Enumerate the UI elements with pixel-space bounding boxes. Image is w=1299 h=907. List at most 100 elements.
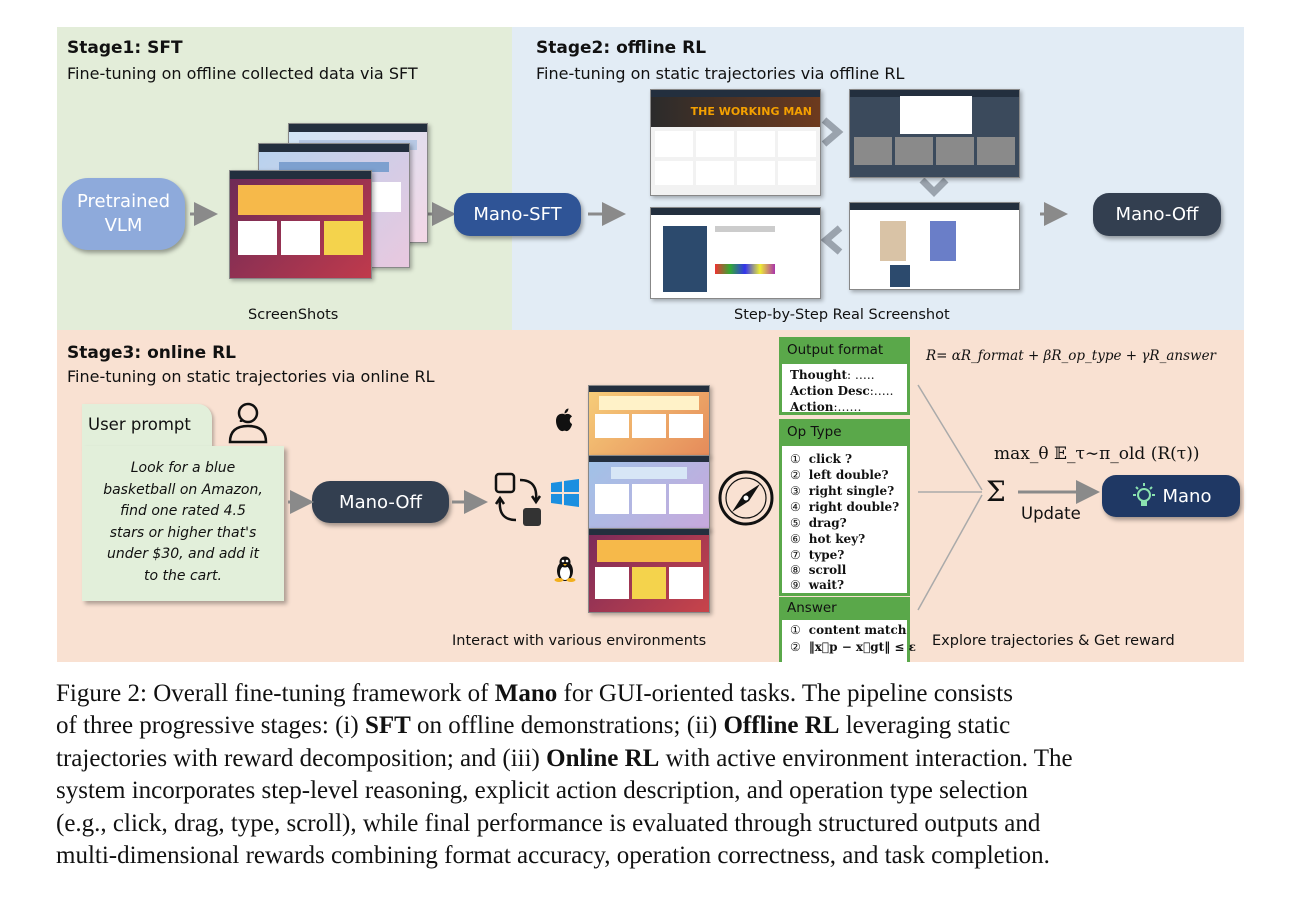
stage3-subtitle: Fine-tuning on static trajectories via o… — [67, 367, 435, 386]
pretrained-vlm-line1: Pretrained — [76, 191, 170, 212]
format-action-key: Action — [790, 400, 834, 414]
caption-text: trajectories with reward decomposition; … — [56, 744, 547, 772]
mano-off-node-stage2: Mano-Off — [1093, 193, 1221, 236]
screenshot-stack-front — [229, 170, 372, 279]
sync-icon — [494, 472, 542, 526]
caption-text: (e.g., click, drag, type, scroll), while… — [56, 809, 1041, 837]
arrows-layer-bottom — [288, 384, 1100, 611]
answer-header: Answer — [779, 597, 910, 619]
format-actiondesc-key: Action Desc — [790, 384, 870, 398]
reward-formula: R= αR_format + βR_op_type + γR_answer — [926, 348, 1217, 364]
trajectory-banner: THE WORKING MAN — [651, 97, 820, 127]
mano-final-node: Mano — [1102, 475, 1240, 517]
explore-label: Explore trajectories & Get reward — [932, 633, 1175, 649]
compass-icon — [718, 470, 774, 526]
caption-bold: SFT — [364, 712, 411, 740]
answer-item-label: content match — [808, 623, 907, 637]
format-thought-value: : ….. — [847, 368, 875, 382]
output-format-box: Thought: ….. Action Desc:….. Action:…… — [779, 361, 910, 415]
arrows-layer-top — [190, 117, 1068, 255]
format-thought-key: Thought — [790, 368, 848, 382]
update-label: Update — [1021, 504, 1081, 523]
op-item-label: wait? — [808, 578, 845, 592]
mano-sft-node: Mano-SFT — [454, 193, 581, 236]
prompt-line: under $30, and add it — [106, 546, 260, 563]
op-item-number: ⑤ — [790, 516, 801, 530]
prompt-line: Look for a blue — [130, 460, 236, 476]
stage1-subtitle: Fine-tuning on offline collected data vi… — [67, 64, 418, 83]
op-item-number: ⑧ — [790, 563, 801, 577]
output-format-header: Output format — [779, 337, 910, 362]
lightbulb-icon — [1132, 483, 1155, 506]
op-item-label: drag? — [808, 516, 847, 530]
user-prompt-card — [82, 446, 284, 601]
step-by-step-label: Step-by-Step Real Screenshot — [734, 307, 950, 323]
prompt-line: stars or higher that's — [109, 524, 257, 541]
mano-final-label: Mano — [1162, 485, 1212, 507]
connector-answer — [917, 494, 983, 611]
op-item-label: right double? — [808, 500, 900, 514]
op-item-label: scroll — [808, 563, 847, 577]
env-label: Interact with various environments — [452, 633, 707, 649]
env-screenshot-linux — [588, 528, 710, 613]
format-actiondesc-value: :….. — [869, 384, 894, 398]
op-item-number: ⑥ — [790, 532, 801, 546]
stage1-title: Stage1: SFT — [67, 38, 183, 58]
stage2-subtitle: Fine-tuning on static trajectories via o… — [536, 64, 905, 83]
format-action-value: :…… — [833, 400, 862, 414]
caption-bold: Online RL — [546, 744, 660, 772]
op-item-label: left double? — [808, 468, 889, 482]
op-item-label: hot key? — [808, 532, 866, 546]
op-item-label: type? — [808, 548, 845, 562]
caption-text: system incorporates step-level reasoning… — [56, 777, 1028, 805]
op-item-number: ② — [790, 468, 801, 482]
caption-text: with active environment interaction. The — [659, 744, 1073, 772]
caption-text: Figure 2: Overall fine-tuning framework … — [56, 680, 495, 707]
op-item-number: ④ — [790, 500, 801, 514]
op-item-label: click ? — [808, 452, 853, 466]
prompt-line: basketball on Amazon, — [103, 481, 263, 498]
env-screenshot-windows — [588, 455, 710, 531]
trajectory-screenshot-3 — [650, 207, 821, 299]
op-type-header: Op Type — [779, 419, 910, 444]
op-item-number: ⑦ — [790, 548, 801, 562]
caption-text: on offline demonstrations; (ii) — [410, 712, 724, 740]
pretrained-vlm-line2: VLM — [104, 215, 143, 236]
user-prompt-tab — [82, 404, 212, 448]
caption-text: multi-dimensional rewards combining form… — [56, 842, 1050, 870]
user-icon — [228, 402, 268, 444]
screenshots-label: ScreenShots — [248, 307, 339, 323]
stage2-title: Stage2: offline RL — [536, 38, 707, 58]
pretrained-vlm-node: Pretrained VLM — [62, 178, 185, 250]
linux-icon — [554, 556, 576, 582]
op-item-number: ⑨ — [790, 578, 801, 592]
prompt-line: find one rated 4.5 — [120, 503, 246, 520]
trajectory-screenshot-1: THE WORKING MAN — [650, 89, 821, 196]
answer-item-label: ‖x⃗p − x⃗gt‖ ≤ ε — [808, 640, 916, 654]
figure-caption: Figure 2: Overall fine-tuning framework … — [56, 678, 1246, 872]
trajectory-screenshot-2 — [849, 89, 1020, 178]
chevron-down-icon — [919, 177, 949, 197]
trajectory-screenshot-4 — [849, 202, 1020, 290]
chevron-left-icon — [820, 225, 843, 255]
env-screenshot-mac — [588, 385, 710, 457]
caption-text: for GUI-oriented tasks. The pipeline con… — [557, 680, 1013, 707]
prompt-line: to the cart. — [144, 567, 222, 584]
connector-format — [917, 384, 983, 491]
op-item-number: ③ — [790, 484, 801, 498]
sigma-symbol: Σ — [986, 475, 1006, 508]
caption-text: leveraging static — [839, 712, 1011, 740]
apple-icon — [556, 408, 572, 432]
op-item-number: ① — [790, 452, 801, 466]
op-item-label: right single? — [808, 484, 895, 498]
objective-formula: max_θ 𝔼_τ∼π_old (R(τ)) — [994, 444, 1200, 464]
user-prompt-text: Look for a blue basketball on Amazon, fi… — [82, 458, 284, 588]
chevron-right-icon — [821, 117, 844, 147]
windows-icon — [551, 479, 579, 507]
mano-off-node-stage3: Mano-Off — [312, 481, 449, 523]
stage3-title: Stage3: online RL — [67, 343, 236, 363]
answer-item-number: ② — [790, 640, 801, 654]
user-prompt-label: User prompt — [88, 415, 191, 434]
